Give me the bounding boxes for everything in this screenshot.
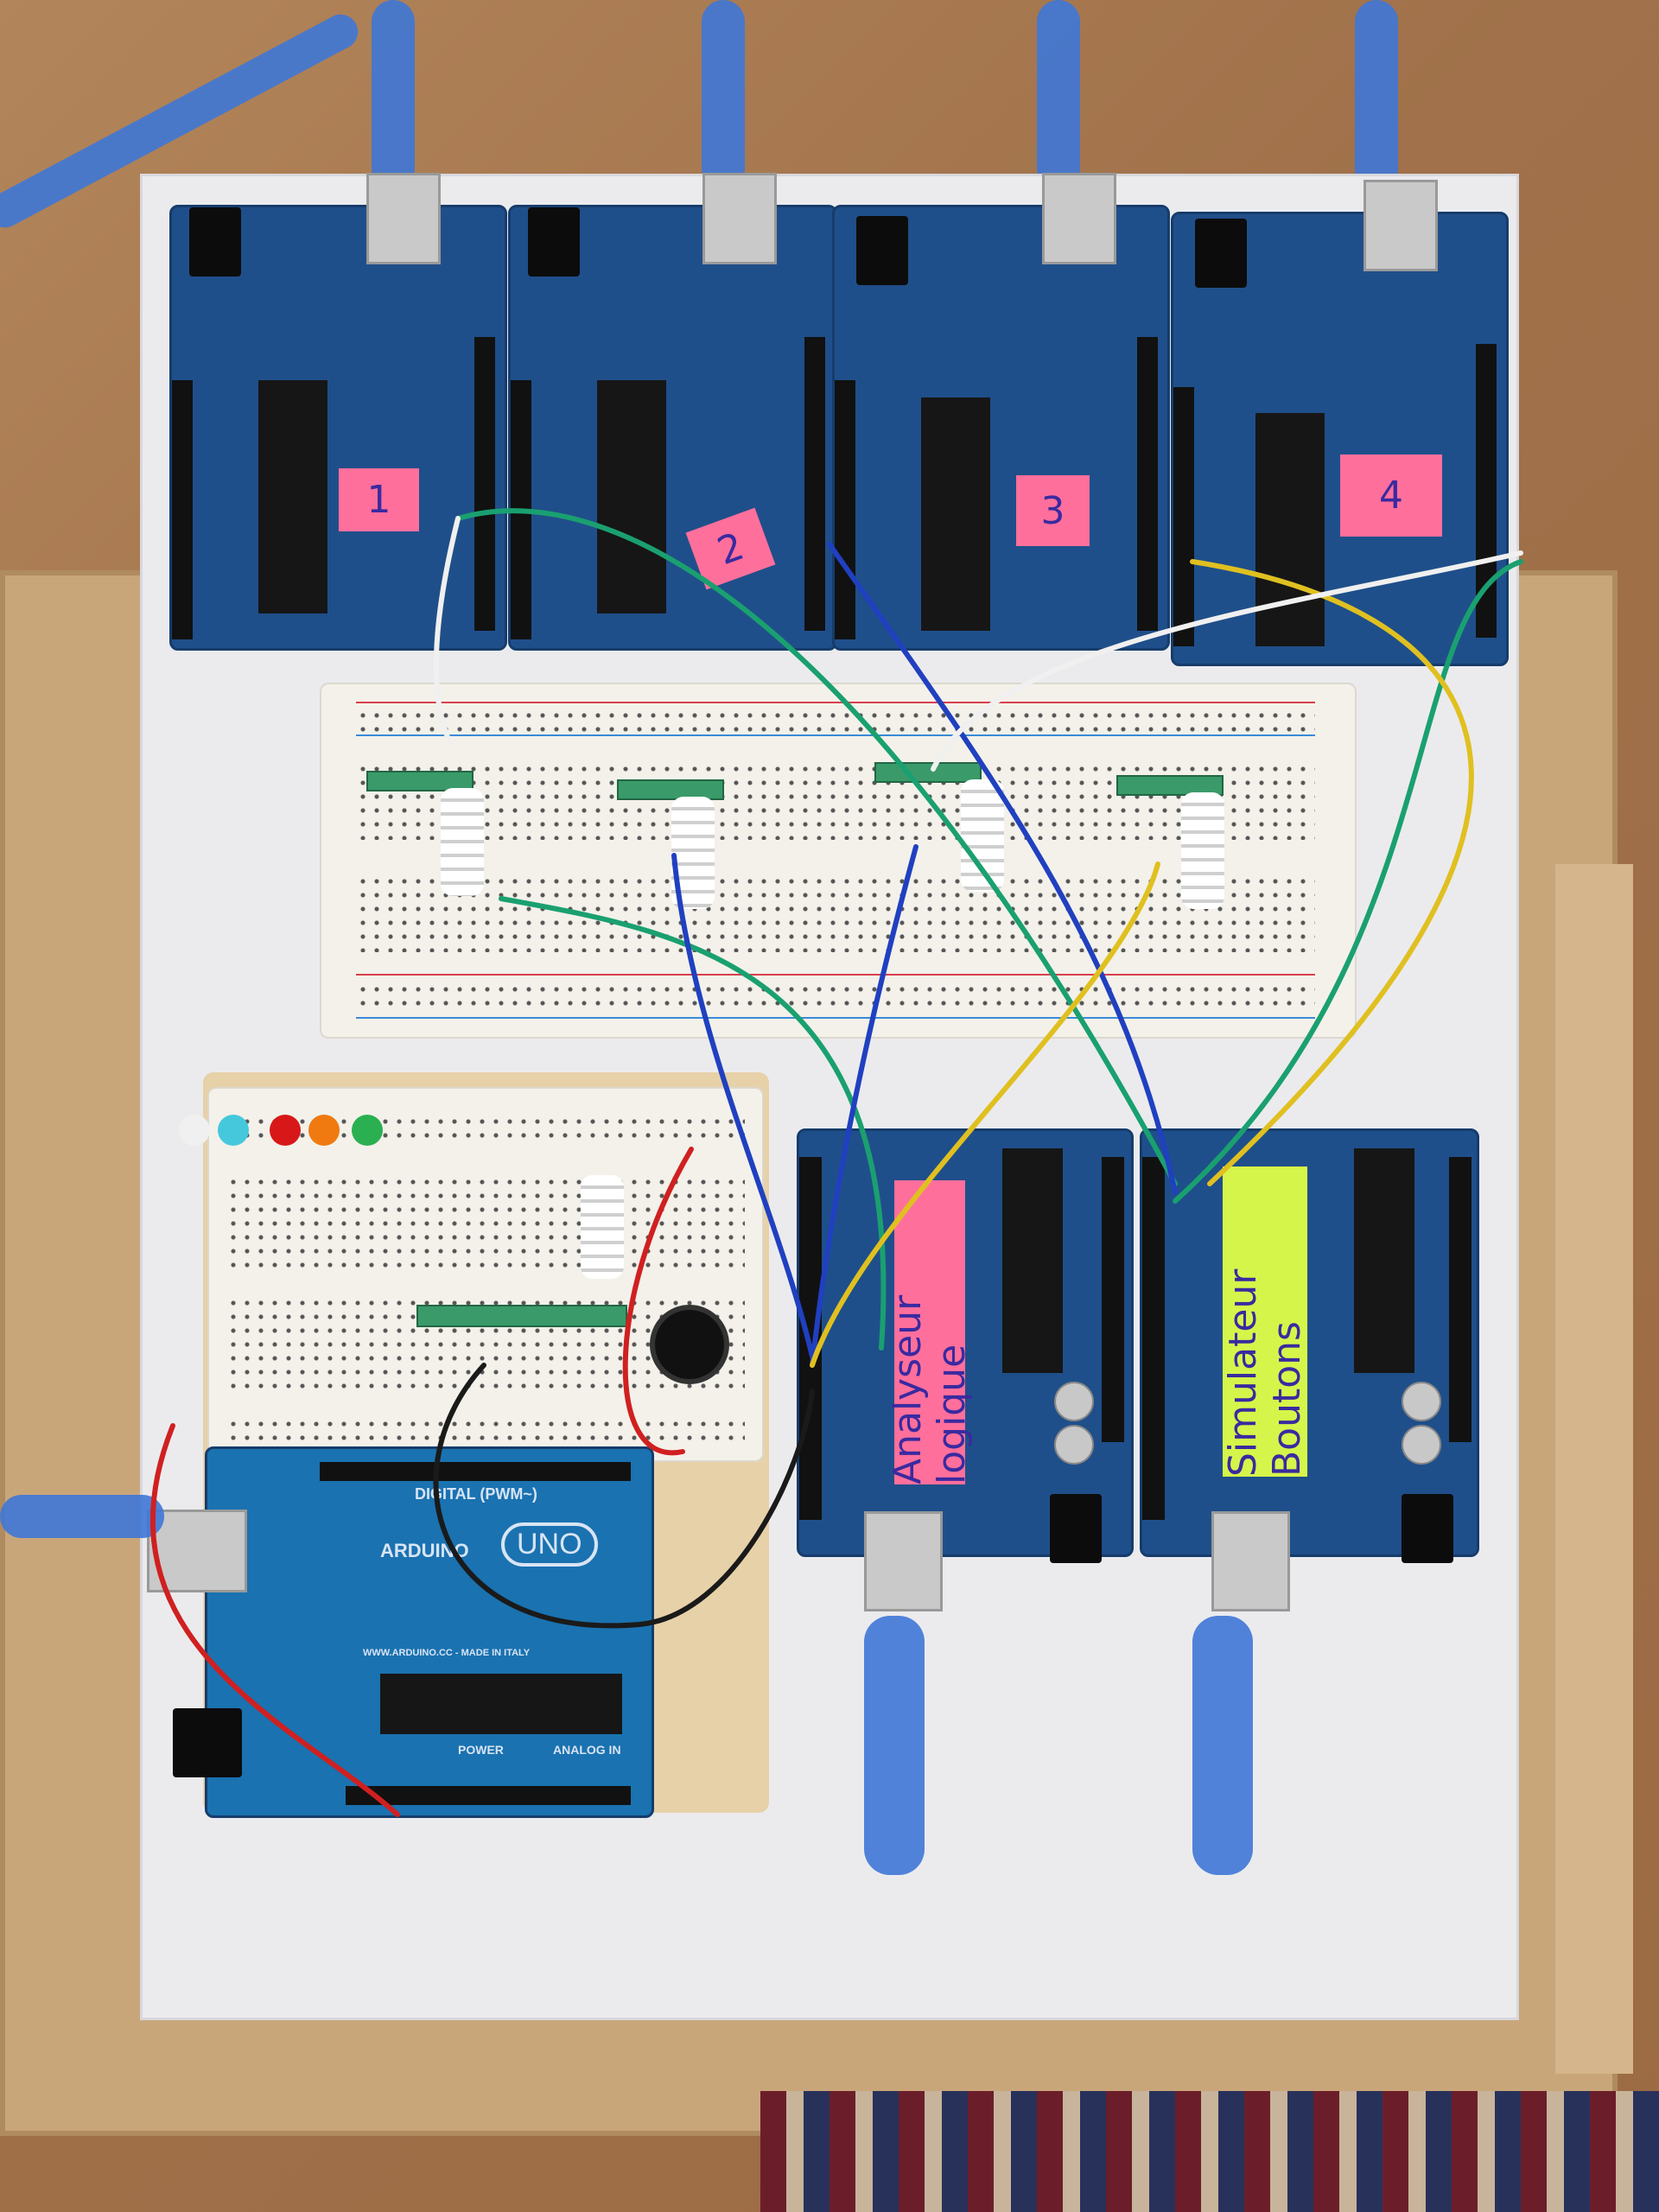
led-green [352, 1115, 383, 1146]
wire-green-2 [499, 896, 887, 1351]
power-label: POWER [458, 1743, 504, 1757]
digital-label: DIGITAL (PWM~) [415, 1485, 537, 1503]
wire-blue-2 [810, 844, 918, 1368]
arduino-board-1: 1 [169, 173, 507, 651]
led-orange [308, 1115, 340, 1146]
wire-green-1 [455, 508, 1178, 1186]
led-cyan [218, 1115, 249, 1146]
large-breadboard [321, 684, 1355, 1037]
analog-in-label: ANALOG IN [553, 1743, 621, 1757]
led-red [270, 1115, 301, 1146]
small-breadboard [179, 1089, 762, 1460]
rug [760, 2091, 1659, 2212]
arduino-board-3: 3 [832, 173, 1170, 651]
led-white [179, 1115, 210, 1146]
board-label-4: 4 [1340, 454, 1442, 537]
cardboard-box-side [1555, 864, 1633, 2074]
arduino-simulateur-boutons: Simulateur Boutons [1140, 1128, 1479, 1611]
usb-cable-left [0, 1495, 164, 1538]
wire-white-2 [931, 550, 1523, 772]
usb-cable-analyseur [864, 1616, 925, 1875]
arduino-board-2: 2 [508, 173, 837, 651]
wire-red-2 [150, 1423, 400, 1817]
wire-blue-3 [827, 542, 1178, 1195]
usb-cable-simulateur [1192, 1616, 1253, 1875]
piezo-buzzer [650, 1305, 729, 1384]
usb-cable-2 [702, 0, 745, 190]
wire-red-1 [622, 1147, 694, 1456]
wire-blue-1 [671, 853, 815, 1359]
usb-cable-1 [372, 0, 415, 190]
uno-logo: UNO [501, 1522, 598, 1567]
board-label-3: 3 [1016, 475, 1090, 546]
url-label: WWW.ARDUINO.CC - MADE IN ITALY [363, 1648, 531, 1658]
arduino-analyseur-logique: Analyseur logique [797, 1128, 1134, 1611]
usb-cable-3 [1037, 0, 1080, 190]
usb-cable-4 [1355, 0, 1398, 190]
wire-yellow-2 [1190, 559, 1474, 1186]
wire-white-1 [433, 516, 461, 746]
wire-yellow-1 [810, 861, 1160, 1368]
wire-black-1 [433, 1363, 815, 1629]
board-label-1: 1 [339, 468, 419, 531]
wire-green-3 [1173, 559, 1523, 1204]
